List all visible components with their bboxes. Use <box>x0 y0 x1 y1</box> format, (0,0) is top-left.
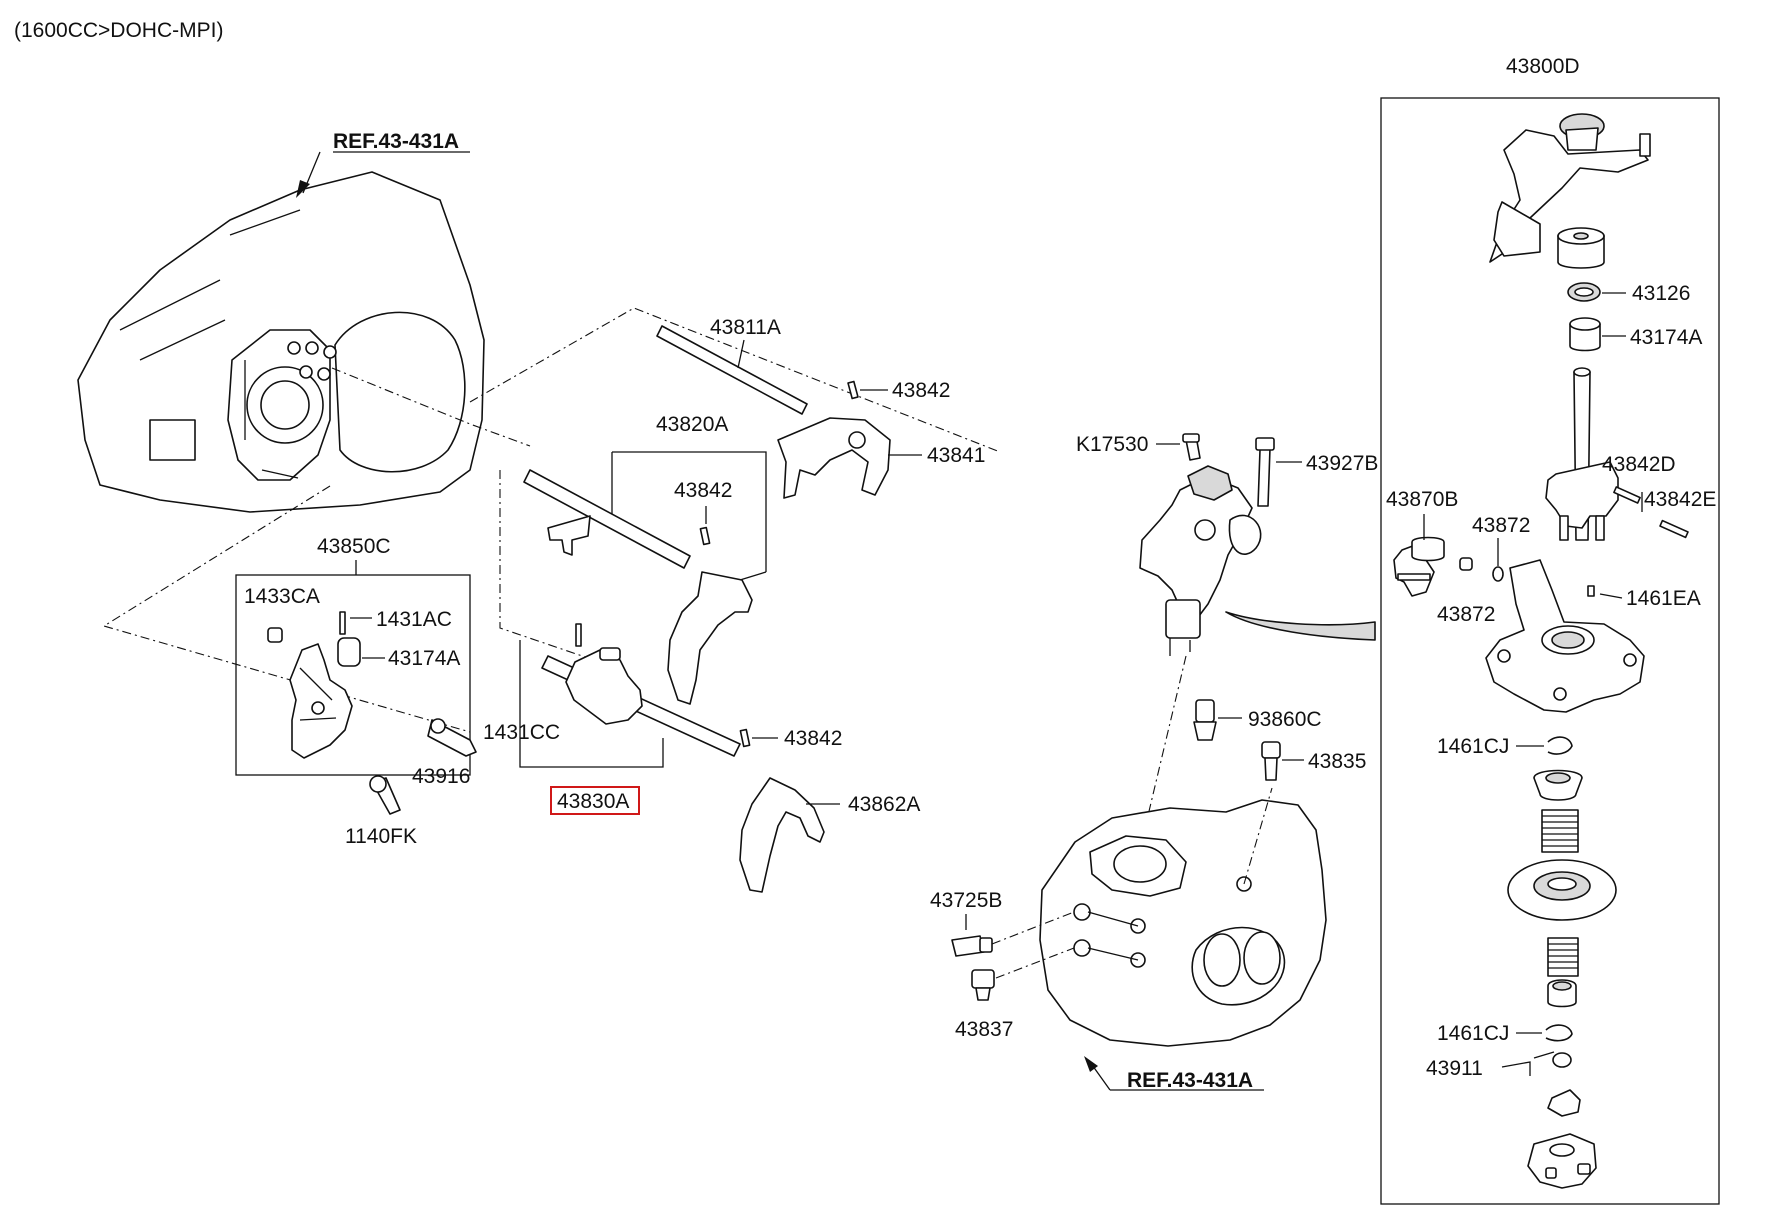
label-43837: 43837 <box>955 1018 1013 1041</box>
spring-seat <box>1533 769 1583 801</box>
clip-1461CJ-upper: 1461CJ <box>1437 735 1573 758</box>
detail-arrow <box>1225 611 1376 641</box>
bushing <box>1557 227 1605 269</box>
label-1433CA: 1433CA <box>244 585 320 608</box>
label-1461CJ-a: 1461CJ <box>1437 735 1509 758</box>
label-43830A: 43830A <box>557 790 629 813</box>
ref-callout-bottom: REF.43-431A <box>1084 1056 1264 1092</box>
label-43811A: 43811A <box>710 316 781 339</box>
shift-rod-assembly-43820A: 43820A 43842 <box>523 413 767 705</box>
transmission-case-lower <box>1039 787 1327 1047</box>
shift-fork-43841: 43841 <box>777 417 985 499</box>
label-1461CJ-b: 1461CJ <box>1437 1022 1509 1045</box>
label-1461EA: 1461EA <box>1626 587 1701 610</box>
label-43800D: 43800D <box>1506 55 1580 78</box>
bolt-43927B: 43927B <box>1255 437 1378 507</box>
label-43842-c: 43842 <box>784 727 842 750</box>
plug-43725B: 43725B <box>930 889 1075 957</box>
control-shaft: 43842D <box>1545 367 1676 541</box>
assembly-line-selector <box>1134 655 1187 871</box>
clip-1461CJ-lower: 1461CJ <box>1437 1022 1573 1045</box>
disc-plate <box>1507 859 1617 921</box>
spring-lower <box>1547 937 1579 977</box>
label-43820A: 43820A <box>656 413 728 436</box>
label-93860C: 93860C <box>1248 708 1322 731</box>
label-43126: 43126 <box>1632 282 1690 305</box>
label-1431AC: 1431AC <box>376 608 452 631</box>
label-43841: 43841 <box>927 444 985 467</box>
spring-43911: 43911 <box>1426 1051 1572 1080</box>
pin-43842-lower: 43842 <box>739 727 842 750</box>
shift-fork-43862A: 43862A <box>739 777 920 893</box>
seal-43126: 43126 <box>1567 282 1690 305</box>
label-43927B: 43927B <box>1306 452 1378 475</box>
ref-label-top: REF.43-431A <box>333 130 459 153</box>
ref-label-bottom: REF.43-431A <box>1127 1069 1253 1092</box>
bottom-lever <box>1527 1089 1597 1189</box>
selector-housing <box>1139 465 1262 656</box>
shift-rod-assembly-43830A: 1431CC 43830A <box>483 623 741 815</box>
shift-rod-43811A: 43811A <box>656 316 808 415</box>
label-43835: 43835 <box>1308 750 1366 773</box>
label-43842-b: 43842 <box>674 479 732 502</box>
label-1140FK: 1140FK <box>345 825 417 848</box>
label-1431CC: 1431CC <box>483 721 560 744</box>
bolt-43916: 43916 <box>412 718 477 788</box>
cover-housing: 1461EA <box>1485 559 1701 713</box>
label-43850C: 43850C <box>317 535 391 558</box>
spring-upper <box>1541 809 1579 853</box>
bolt-1140FK: 1140FK <box>345 775 417 848</box>
washers-43872: 43872 43872 <box>1437 514 1530 626</box>
label-43842-a: 43842 <box>892 379 950 402</box>
label-43842D: 43842D <box>1602 453 1676 476</box>
control-assembly-43800D: 43800D <box>1380 55 1720 1205</box>
shift-lever-assembly-43850C: 43850C 1433CA 1431AC 43174A <box>235 535 471 776</box>
plug-43835: 43835 <box>1261 741 1366 781</box>
label-43842E: 43842E <box>1644 488 1716 511</box>
label-43830A-highlight <box>550 786 640 815</box>
ref-callout-top: REF.43-431A <box>296 130 470 198</box>
label-43872-b: 43872 <box>1437 603 1495 626</box>
label-K17530: K17530 <box>1076 433 1148 456</box>
plug-43837: 43837 <box>955 947 1075 1041</box>
lever-43870B: 43870B <box>1386 488 1458 597</box>
label-43725B: 43725B <box>930 889 1002 912</box>
switch-93860C: 93860C <box>1193 699 1322 741</box>
label-43872-a: 43872 <box>1472 514 1530 537</box>
label-43870B: 43870B <box>1386 488 1458 511</box>
engine-variant-label: (1600CC>DOHC-MPI) <box>14 19 223 42</box>
pin-43842-top: 43842 <box>847 379 950 402</box>
label-43911: 43911 <box>1426 1057 1483 1080</box>
sleeve-43174A-right: 43174A <box>1569 317 1702 352</box>
label-43916: 43916 <box>412 765 470 788</box>
label-43174A-right: 43174A <box>1630 326 1702 349</box>
label-43862A: 43862A <box>848 793 920 816</box>
pin-43842E: 43842E <box>1641 488 1716 539</box>
label-43174A-left: 43174A <box>388 647 460 670</box>
transmission-case-left <box>77 171 485 513</box>
collar <box>1547 979 1577 1008</box>
bolt-K17530: K17530 <box>1076 433 1201 461</box>
shift-lever-top <box>1489 113 1651 263</box>
